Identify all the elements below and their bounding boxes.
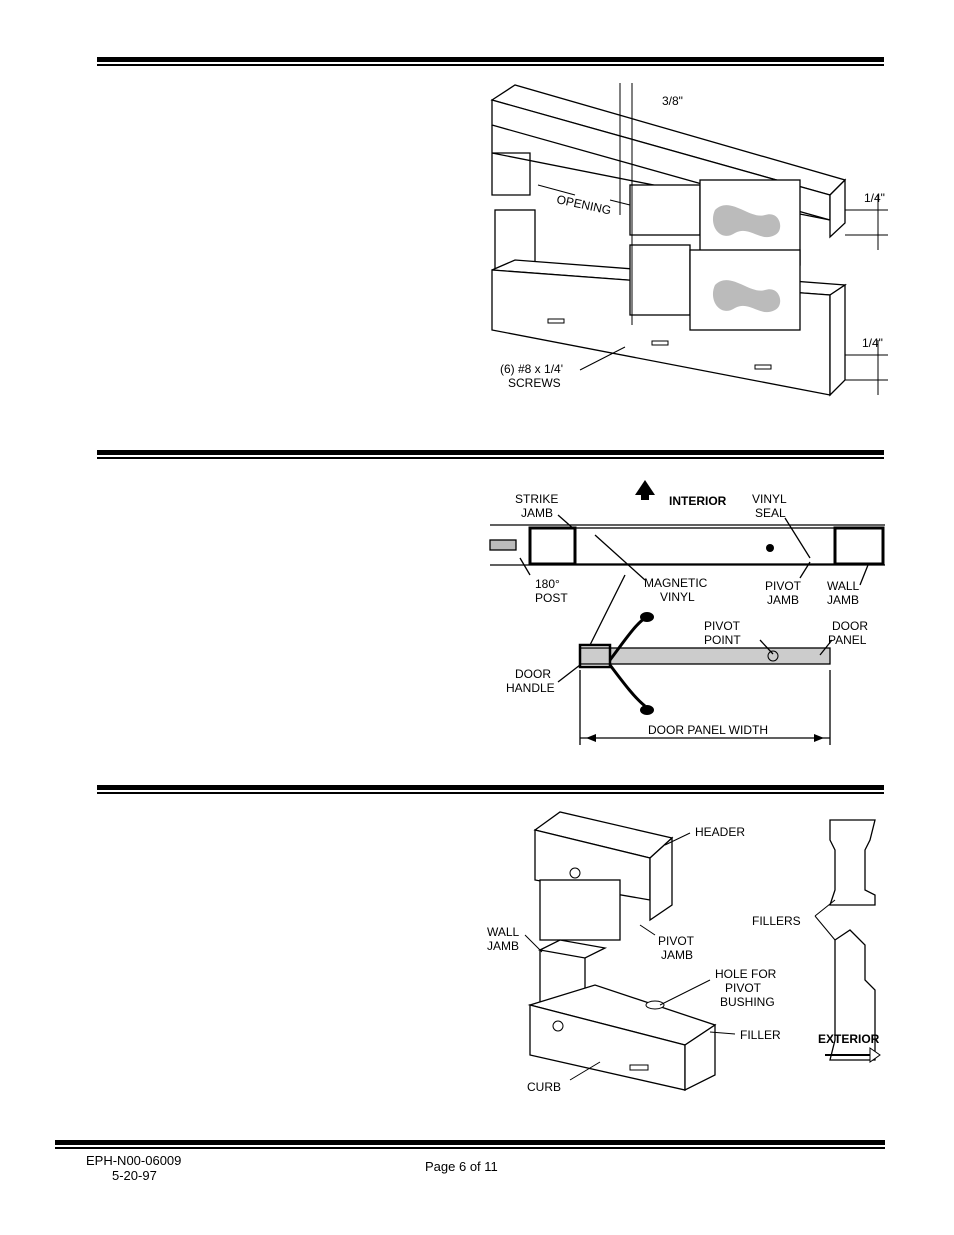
figure-plan-view: INTERIOR STRIKE JAMB VINYL SEAL 180° POS… [489,480,885,745]
vinyl-seal-label-1: VINYL [752,492,787,506]
strike-jamb-label-1: STRIKE [515,492,558,506]
wall-jamb-label-2: JAMB [827,593,859,607]
pivot-jamb-label-1: PIVOT [765,579,802,593]
wall-jamb-label-1: WALL [487,925,520,939]
hole-label-1: HOLE FOR [715,967,777,981]
dim-three-eighths: 3/8" [662,94,683,108]
section-rule-top [97,57,884,67]
curb-label: CURB [527,1080,561,1094]
wall-jamb-label-1: WALL [827,579,860,593]
footer-rule [55,1140,885,1150]
pivot-jamb-label-2: JAMB [661,948,693,962]
vinyl-seal-label-2: SEAL [755,506,786,520]
pivot-point-label-2: POINT [704,633,741,647]
door-handle-label-1: DOOR [515,667,551,681]
door-panel-label-2: PANEL [828,633,867,647]
door-panel-label-1: DOOR [832,619,868,633]
strike-jamb-label-2: JAMB [521,506,553,520]
wall-jamb-label-2: JAMB [487,939,519,953]
hole-label-2: PIVOT [725,981,762,995]
section-rule-middle [97,450,884,460]
section-rule-lower [97,785,884,795]
hole-label-3: BUSHING [720,995,775,1009]
exterior-label: EXTERIOR [818,1032,880,1046]
dim-quarter-lower: 1/4" [862,336,883,350]
header-label: HEADER [695,825,745,839]
pivot-jamb-label-2: JAMB [767,593,799,607]
post-label-1: 180° [535,577,560,591]
door-handle-label-2: HANDLE [506,681,555,695]
screws-label-line1: (6) #8 x 1/4' [500,362,563,376]
filler-label: FILLER [740,1028,781,1042]
figure-assembly-detail: HEADER WALL JAMB PIVOT JAMB FILLERS HOLE… [487,811,881,1094]
pivot-jamb-label-1: PIVOT [658,934,695,948]
opening-label: OPENING [555,192,612,217]
document-id: EPH-N00-06009 [86,1153,182,1168]
fillers-label: FILLERS [752,914,801,928]
figure-header-curb-alignment: 3/8" 1/4" 1/4" OPENING (6) #8 x 1/4' SCR… [490,83,888,397]
magnetic-vinyl-label-1: MAGNETIC [644,576,708,590]
post-label-2: POST [535,591,568,605]
screws-label-line2: SCREWS [508,376,561,390]
document-date: 5-20-97 [112,1168,157,1183]
pivot-point-label-1: PIVOT [704,619,741,633]
dim-quarter-upper: 1/4" [864,191,885,205]
interior-label: INTERIOR [669,494,727,508]
page-number: Page 6 of 11 [425,1159,498,1174]
door-panel-width-label: DOOR PANEL WIDTH [648,723,768,737]
magnetic-vinyl-label-2: VINYL [660,590,695,604]
